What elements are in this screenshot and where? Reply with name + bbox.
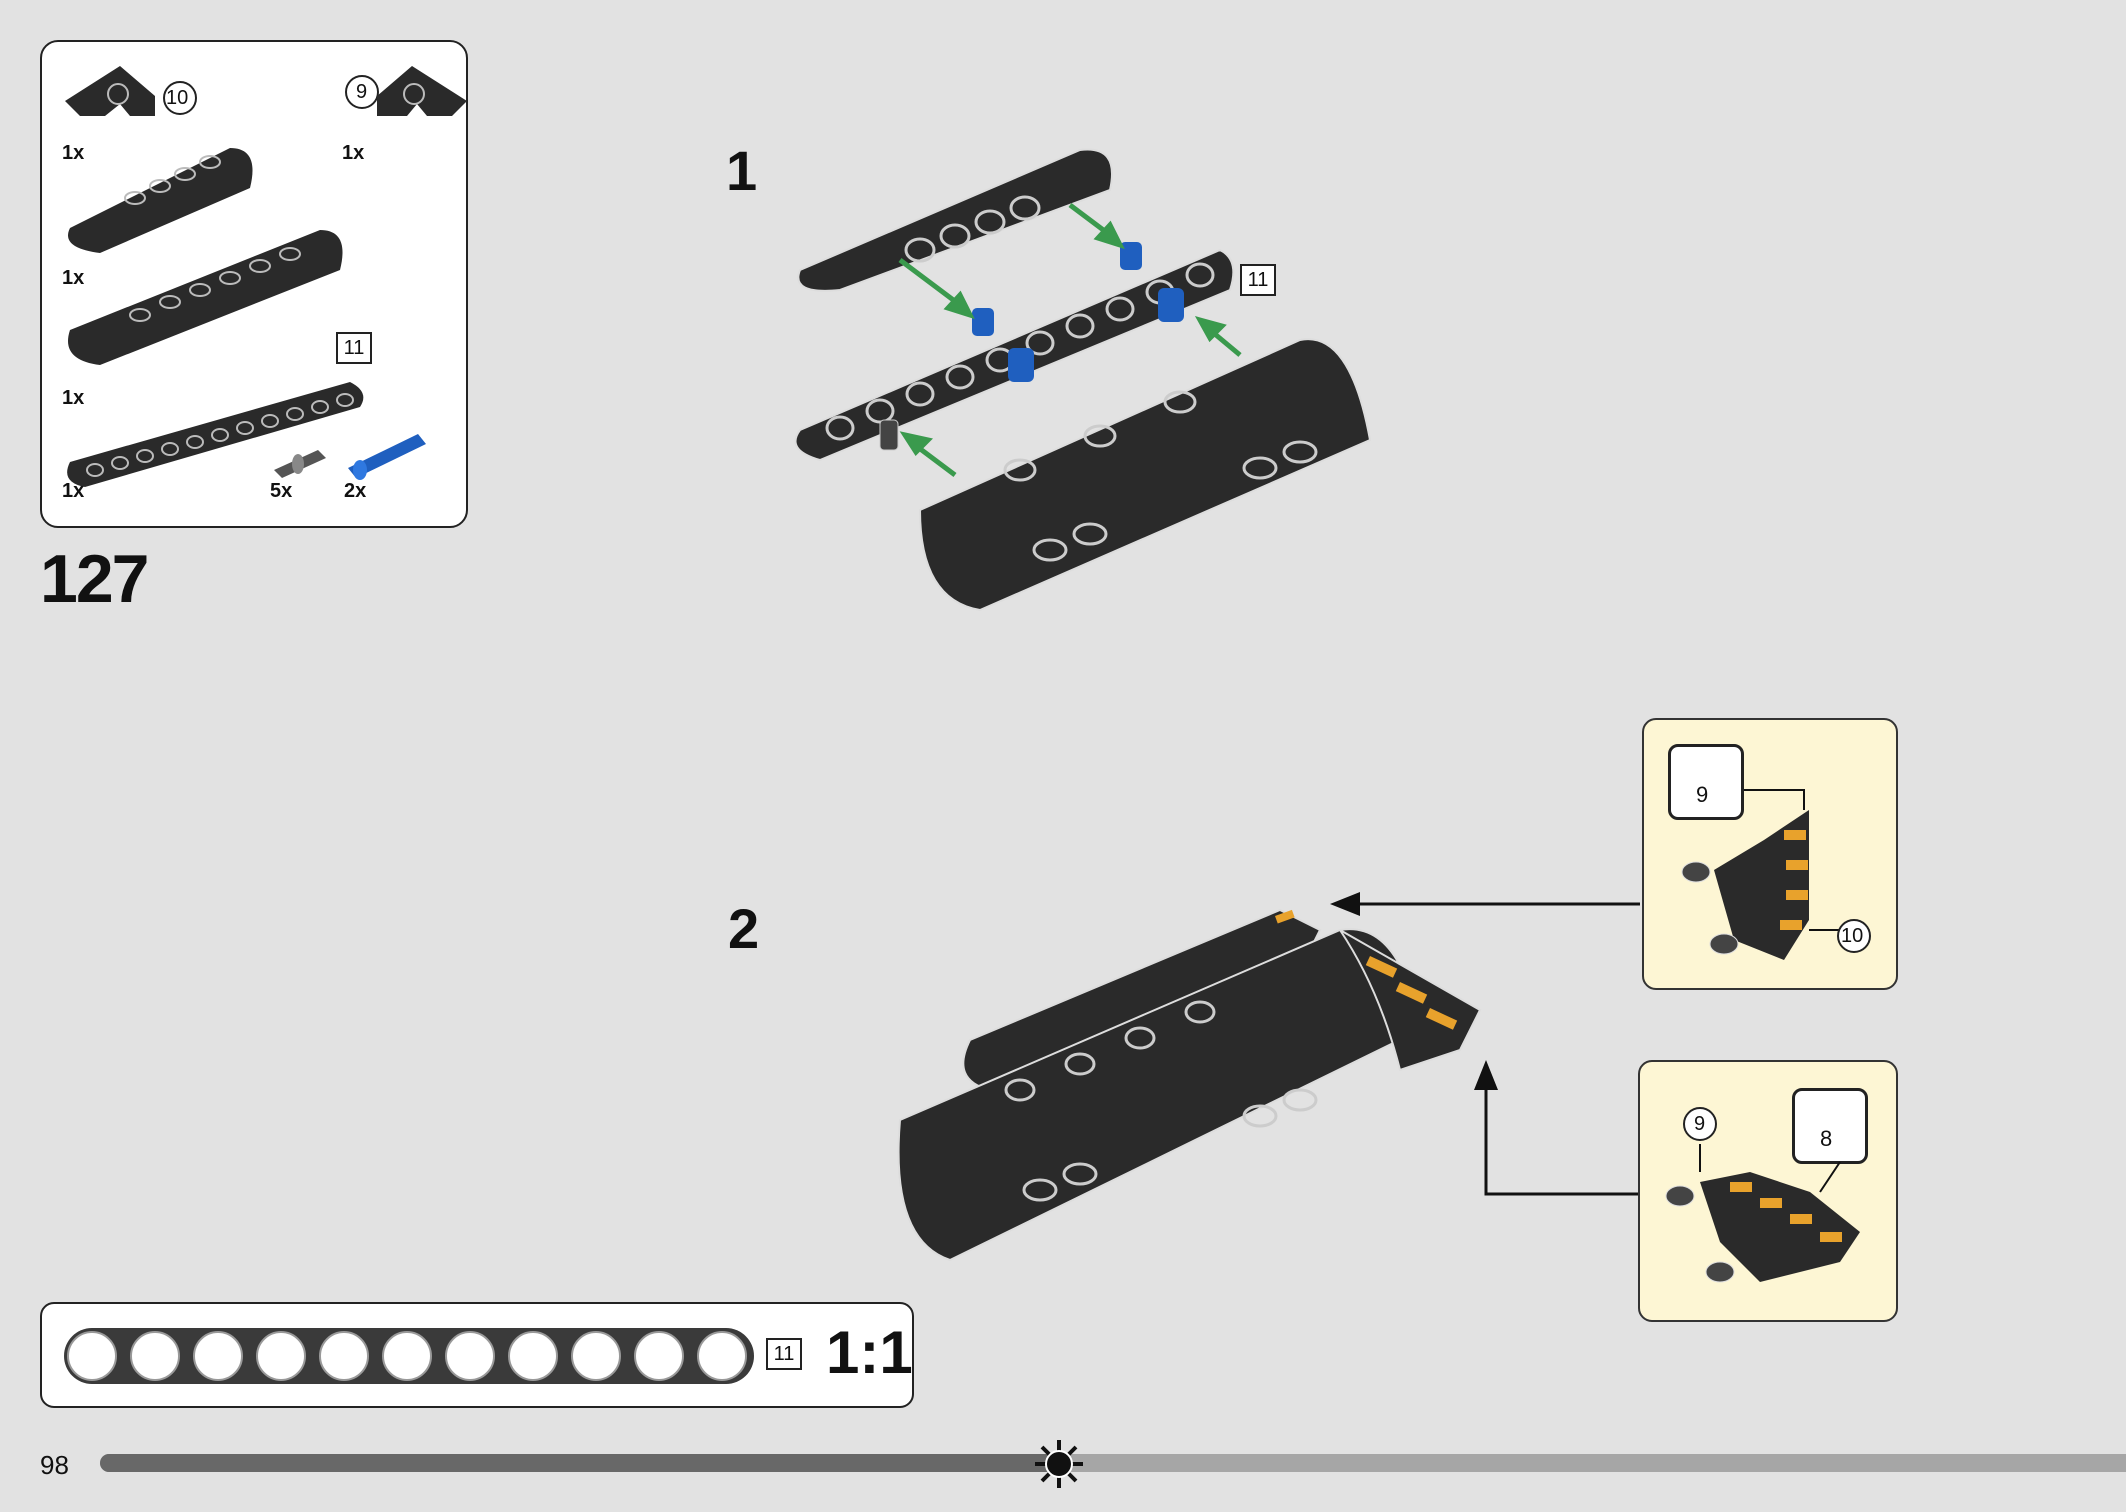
beam-length-label: 11: [1240, 264, 1276, 296]
sun-marker-icon: [1035, 1440, 1083, 1488]
beam-hole: [571, 1331, 621, 1381]
beam-hole: [697, 1331, 747, 1381]
callout-circle: [345, 75, 379, 109]
sticker-number: 9: [1696, 782, 1709, 807]
wing-part-icon: [1665, 1144, 1860, 1283]
beam-hole: [508, 1331, 558, 1381]
part-quantity: 1x: [62, 142, 85, 164]
progress-fill: [100, 1454, 1059, 1472]
step-number: 127: [40, 541, 149, 617]
beam-11-scale-icon: [64, 1328, 754, 1384]
part-quantity: 2x: [344, 480, 367, 502]
callout-arrows: [1330, 892, 1640, 1196]
beam-hole: [130, 1331, 180, 1381]
callout-number: 10: [1841, 925, 1864, 947]
scale-ratio: 1:1: [826, 1319, 913, 1386]
substep-2-illustration: [897, 908, 1482, 1262]
part-quantity: 1x: [342, 142, 365, 164]
angled-connector-icon: [377, 66, 467, 116]
curved-panel-short-icon: [68, 148, 253, 253]
part-quantity: 1x: [62, 387, 85, 409]
substep-label: 1: [726, 139, 758, 202]
substep-label: 2: [728, 897, 760, 960]
beam-hole: [193, 1331, 243, 1381]
curved-panel-long-icon: [68, 230, 343, 365]
beam-hole: [67, 1331, 117, 1381]
callout-circle: [1837, 919, 1871, 953]
beam-hole: [256, 1331, 306, 1381]
beam-hole: [634, 1331, 684, 1381]
sticker-icon: [1668, 744, 1744, 820]
parts-list-box: 10 1x 9 1x 1x 1x 11: [40, 40, 468, 528]
axle-pin-blue-icon: [348, 434, 426, 480]
sticker-callout: 9 10: [1642, 718, 1898, 990]
wing-part-icon: [1681, 789, 1839, 960]
callout-number: 10: [166, 87, 189, 109]
sticker-number: 8: [1820, 1126, 1833, 1151]
beam-hole: [319, 1331, 369, 1381]
part-quantity: 5x: [270, 480, 293, 502]
part-quantity: 1x: [62, 480, 85, 502]
beam-length-label: 11: [336, 332, 372, 364]
pin-gray-icon: [274, 450, 326, 478]
beam-11-icon: [67, 382, 364, 487]
part-quantity: 1x: [62, 267, 85, 289]
sticker-callout: 8 9: [1638, 1060, 1898, 1322]
callout-number: 9: [1694, 1113, 1706, 1135]
scale-box: 11 1:1: [40, 1302, 914, 1408]
angled-connector-icon: [65, 66, 155, 116]
beam-hole: [445, 1331, 495, 1381]
beam-hole: [382, 1331, 432, 1381]
page-number: 98: [40, 1450, 69, 1480]
callout-circle: [1683, 1107, 1717, 1141]
beam-length-label: 11: [766, 1338, 802, 1370]
sticker-icon: [1792, 1088, 1868, 1164]
substep-1-illustration: [794, 148, 1372, 612]
callout-circle: [163, 81, 197, 115]
callout-number: 9: [356, 81, 368, 103]
